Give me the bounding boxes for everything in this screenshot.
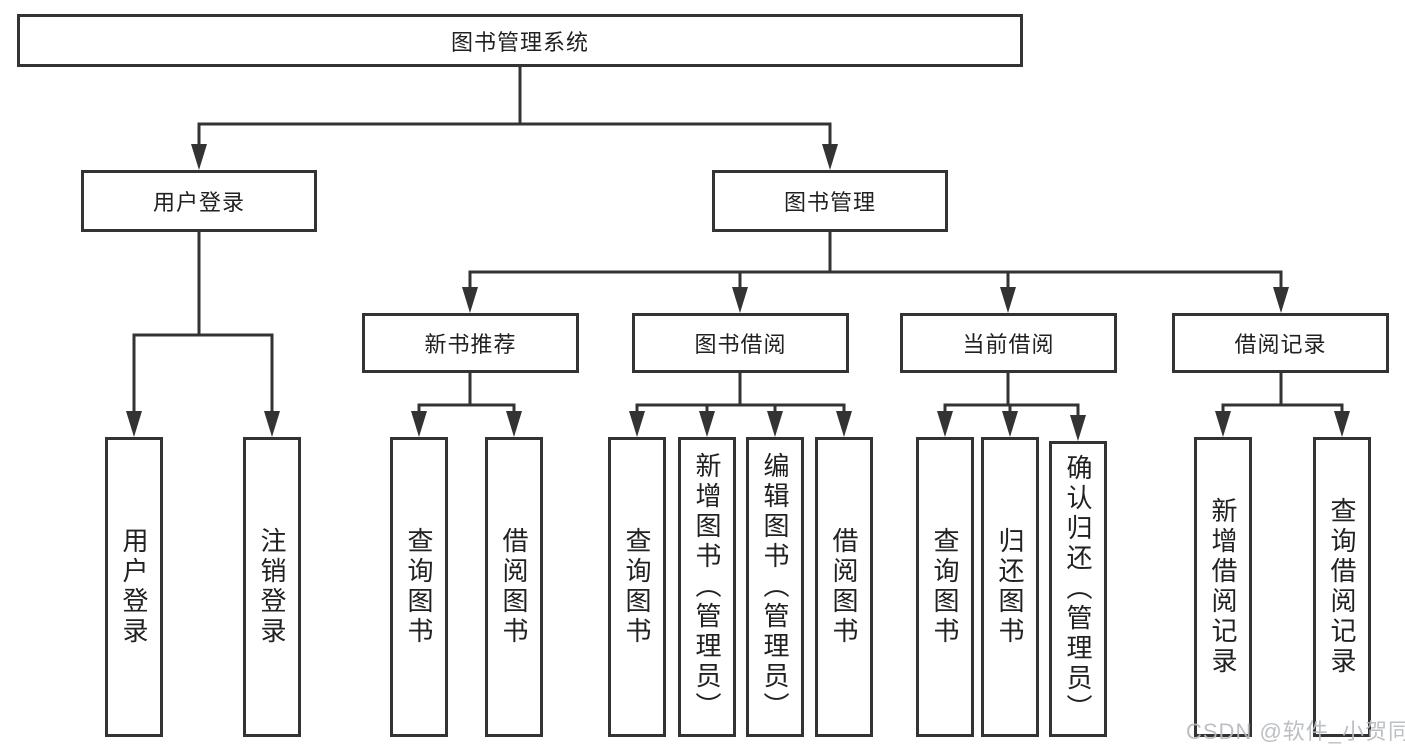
leaf-user-login: 用户登录	[105, 437, 163, 737]
leaf-query-books-1: 查询图书	[390, 437, 448, 737]
leaf-label: 确认归还（管理员）	[1063, 454, 1093, 724]
node-borrow-records: 借阅记录	[1172, 313, 1389, 373]
node-book-borrow: 图书借阅	[632, 313, 849, 373]
leaf-add-books-admin: 新增图书（管理员）	[678, 437, 736, 737]
node-label: 新书推荐	[424, 332, 517, 357]
leaf-label: 查询图书	[622, 527, 652, 647]
node-label: 用户登录	[152, 190, 245, 215]
leaf-edit-books-admin: 编辑图书（管理员）	[746, 437, 804, 737]
node-current-borrow: 当前借阅	[900, 313, 1117, 373]
leaf-confirm-return-admin: 确认归还（管理员）	[1049, 441, 1107, 737]
leaf-label: 查询借阅记录	[1327, 497, 1357, 677]
node-book-management: 图书管理	[712, 170, 948, 232]
leaf-label: 查询图书	[930, 527, 960, 647]
node-label: 借阅记录	[1234, 332, 1327, 357]
leaf-query-books-3: 查询图书	[916, 437, 974, 737]
node-label: 图书管理	[783, 190, 876, 215]
node-library-management-system: 图书管理系统	[17, 14, 1023, 67]
node-label: 图书借阅	[694, 332, 787, 357]
leaf-query-borrow-record: 查询借阅记录	[1313, 437, 1371, 737]
leaf-logout: 注销登录	[243, 437, 301, 737]
leaf-label: 注销登录	[257, 527, 287, 647]
leaf-label: 用户登录	[119, 527, 149, 647]
leaf-borrow-books-1: 借阅图书	[485, 437, 543, 737]
node-user-login: 用户登录	[81, 170, 317, 232]
leaf-return-books: 归还图书	[981, 437, 1039, 737]
node-new-book-recommend: 新书推荐	[362, 313, 579, 373]
node-label: 图书管理系统	[450, 29, 589, 55]
leaf-label: 新增借阅记录	[1208, 497, 1238, 677]
csdn-watermark: CSDN @软件_小贺同学	[1186, 719, 1405, 744]
node-label: 当前借阅	[962, 332, 1055, 357]
leaf-query-books-2: 查询图书	[608, 437, 666, 737]
leaf-borrow-books-2: 借阅图书	[815, 437, 873, 737]
arrowheads	[126, 144, 1350, 441]
leaf-label: 查询图书	[404, 527, 434, 647]
leaf-label: 编辑图书（管理员）	[760, 452, 790, 722]
leaf-label: 借阅图书	[829, 527, 859, 647]
leaf-label: 借阅图书	[499, 527, 529, 647]
leaf-add-borrow-record: 新增借阅记录	[1194, 437, 1252, 737]
leaf-label: 新增图书（管理员）	[692, 452, 722, 722]
leaf-label: 归还图书	[995, 527, 1025, 647]
